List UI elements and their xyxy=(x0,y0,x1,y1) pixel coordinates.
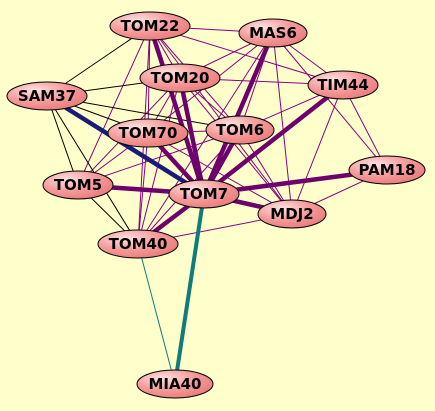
edge-sam37-tom5 xyxy=(46,95,79,186)
node-ellipse xyxy=(42,170,114,200)
node-label: MAS6 xyxy=(249,24,297,42)
nodes-layer: TOM22 MAS6 TOM20 TIM44 SAM37 TOM70 TOM6 xyxy=(6,11,426,399)
node-tom70[interactable]: TOM70 xyxy=(107,118,189,148)
node-ellipse xyxy=(307,70,379,100)
edge-tom20-mdj2 xyxy=(179,77,293,215)
node-label: TOM22 xyxy=(121,17,180,35)
node-tom40[interactable]: TOM40 xyxy=(97,229,179,259)
node-pam18[interactable]: PAM18 xyxy=(348,155,426,185)
node-ellipse xyxy=(139,63,221,93)
node-tom7[interactable]: TOM7 xyxy=(168,179,240,209)
node-label: PAM18 xyxy=(358,161,415,179)
node-ellipse xyxy=(205,115,275,145)
node-label: TOM70 xyxy=(119,124,178,142)
node-ellipse xyxy=(168,179,240,209)
node-tom22[interactable]: TOM22 xyxy=(109,11,191,41)
node-mas6[interactable]: MAS6 xyxy=(238,18,308,48)
node-mia40[interactable]: MIA40 xyxy=(136,369,214,399)
node-label: MIA40 xyxy=(149,375,202,393)
edge-tom20-tom40 xyxy=(137,77,181,245)
edge-tom7-mia40 xyxy=(173,192,206,386)
node-label: MDJ2 xyxy=(270,205,313,223)
node-tim44[interactable]: TIM44 xyxy=(307,70,379,100)
node-tom6[interactable]: TOM6 xyxy=(205,115,275,145)
node-sam37[interactable]: SAM37 xyxy=(6,81,88,111)
edge-tom20-tom7 xyxy=(177,75,207,197)
node-label: TIM44 xyxy=(317,76,369,94)
node-label: TOM6 xyxy=(216,121,264,139)
edge-tim44-mdj2 xyxy=(291,84,344,215)
node-ellipse xyxy=(97,229,179,259)
node-label: SAM37 xyxy=(18,87,76,105)
edge-mas6-pam18 xyxy=(272,32,388,171)
edge-tom22-tom5 xyxy=(77,25,151,186)
edge-tom40-mia40 xyxy=(137,243,176,385)
node-label: TOM5 xyxy=(54,176,102,194)
node-ellipse xyxy=(238,18,308,48)
node-ellipse xyxy=(107,118,189,148)
node-ellipse xyxy=(257,199,327,229)
node-ellipse xyxy=(6,81,88,111)
node-label: TOM7 xyxy=(180,185,228,203)
node-tom20[interactable]: TOM20 xyxy=(139,63,221,93)
node-ellipse xyxy=(136,369,214,399)
node-mdj2[interactable]: MDJ2 xyxy=(257,199,327,229)
edge-sam37-tom40 xyxy=(46,95,139,245)
node-label: TOM40 xyxy=(109,235,168,253)
node-label: TOM20 xyxy=(151,69,210,87)
node-tom5[interactable]: TOM5 xyxy=(42,170,114,200)
edge-tom22-tom7 xyxy=(147,23,207,197)
edge-tom70-mdj2 xyxy=(147,132,293,215)
edge-mas6-tom7 xyxy=(201,30,276,197)
edge-tom22-tim44 xyxy=(149,25,344,86)
node-ellipse xyxy=(109,11,191,41)
edge-mas6-tom40 xyxy=(137,32,274,245)
edge-tim44-tom7 xyxy=(201,82,346,197)
node-ellipse xyxy=(348,155,426,185)
